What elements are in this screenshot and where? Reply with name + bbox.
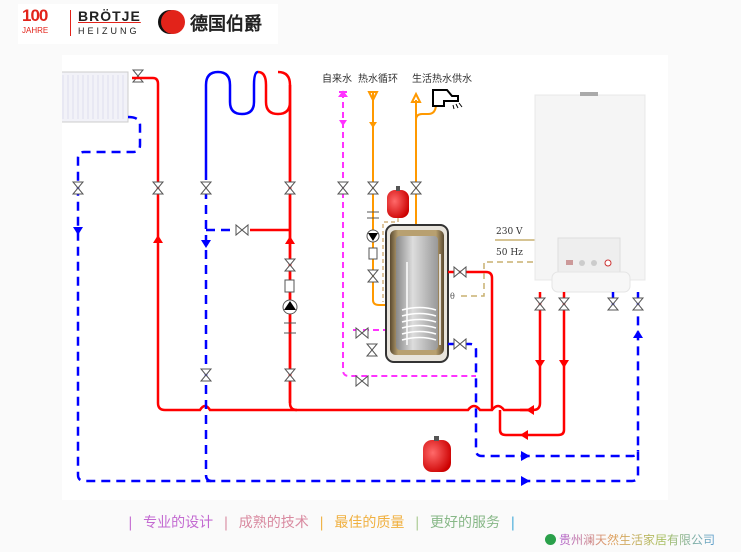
expansion-vessel-heating bbox=[423, 436, 451, 472]
radiator-thermostatic-valve-icon bbox=[132, 69, 144, 83]
label-cold-water: 自来水 bbox=[322, 72, 352, 85]
logo-brand-cn: 德国伯爵 bbox=[190, 14, 262, 35]
dhw-circulation-pump-icon bbox=[366, 229, 380, 243]
company-name: 贵州澜天然生活家居有限公司 bbox=[559, 533, 716, 547]
radiator-supply-pipe bbox=[132, 76, 530, 412]
filter-icon bbox=[284, 279, 295, 293]
slogan-separator: | bbox=[223, 515, 229, 531]
slogan-separator: | bbox=[128, 515, 133, 531]
logo-circle-icon bbox=[161, 10, 185, 34]
flow-arrow-up-icon bbox=[633, 330, 643, 338]
slogan-bar: | 专业的设计 | 成熟的技术 | 最佳的质量 | 更好的服务 | bbox=[125, 512, 518, 532]
wall-hung-boiler bbox=[534, 92, 646, 293]
circulation-pump-icon bbox=[282, 299, 298, 315]
logo-jahre: JAHRE bbox=[22, 26, 49, 35]
flow-arrow-right-icon bbox=[521, 476, 530, 486]
radiator-return-pipe bbox=[76, 115, 640, 483]
logo-divider bbox=[70, 10, 71, 36]
domestic-hot-water-supply-pipe bbox=[415, 100, 437, 225]
slogan-item: 更好的服务 bbox=[430, 515, 501, 531]
label-voltage: 230 V bbox=[496, 227, 523, 237]
flow-arrow-up-icon bbox=[153, 235, 163, 243]
slogan-item: 最佳的质量 bbox=[334, 515, 405, 531]
company-signature: 贵州澜天然生活家居有限公司 bbox=[545, 531, 715, 548]
sensor-cable bbox=[461, 261, 540, 297]
logo-100-years: 100 bbox=[22, 6, 48, 25]
slogan-separator: | bbox=[319, 515, 324, 531]
heating-system-diagram: 自来水 热水循环 生活热水供水 bbox=[42, 55, 668, 500]
slogan-item: 成熟的技术 bbox=[238, 515, 309, 531]
brand-logo: 100 JAHRE BRÖTJE HEIZUNG 德国伯爵 bbox=[18, 4, 278, 44]
logo-brand-sub: HEIZUNG bbox=[78, 26, 140, 36]
slogan-item: 专业的设计 bbox=[143, 515, 214, 531]
bypass-valve-icon bbox=[235, 224, 249, 236]
company-logo-icon bbox=[545, 534, 556, 545]
slogan-separator: | bbox=[510, 515, 516, 531]
underfloor-loop-supply bbox=[257, 70, 292, 403]
hot-water-storage-tank bbox=[385, 224, 449, 363]
label-domestic-hot-water-supply: 生活热水供水 bbox=[412, 72, 472, 85]
logo-brand-name: BRÖTJE bbox=[78, 8, 141, 24]
svg-text:θ: θ bbox=[450, 292, 455, 301]
expansion-vessel-dhw bbox=[387, 186, 409, 218]
flow-arrow-down-icon bbox=[73, 227, 83, 235]
slogan-separator: | bbox=[414, 515, 420, 531]
label-frequency: 50 Hz bbox=[496, 248, 523, 258]
label-hot-water-circulation: 热水循环 bbox=[358, 72, 398, 85]
radiator bbox=[42, 71, 129, 123]
hot-water-circulation-pipe bbox=[372, 92, 386, 306]
faucet-icon bbox=[432, 89, 463, 110]
underfloor-loop-return bbox=[204, 70, 259, 180]
